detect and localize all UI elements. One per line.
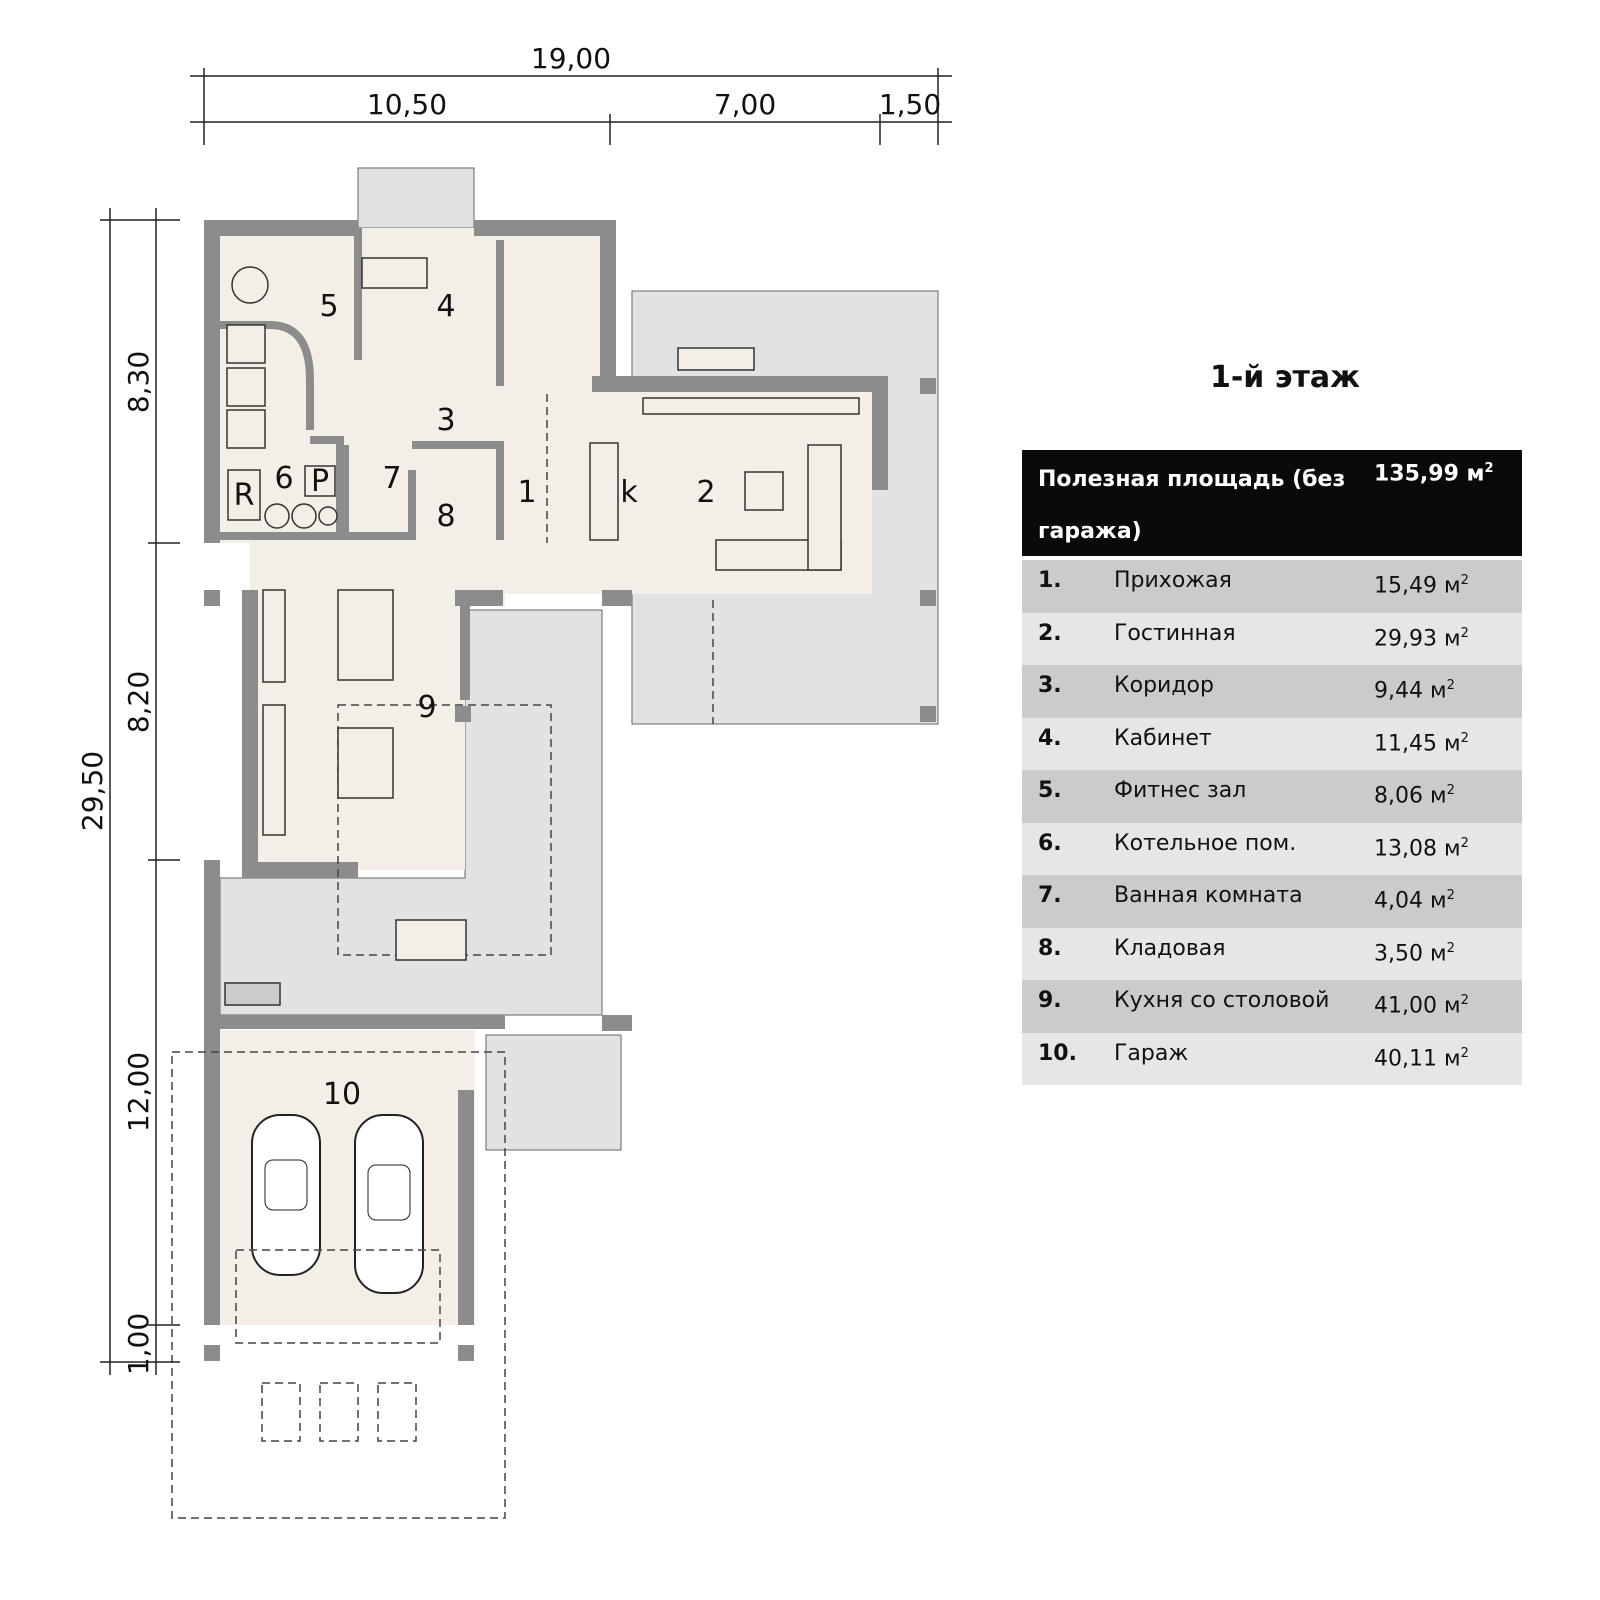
room-area: 8,06 м2 — [1374, 783, 1455, 809]
area-table-rows: 1. Прихожая 15,49 м2 2. Гостинная 29,93 м2 3. К… — [1022, 560, 1522, 1085]
room-number-10: 10 — [323, 1077, 361, 1112]
room-number-1: 1 — [517, 475, 536, 510]
row-number: 3. — [1038, 673, 1062, 698]
table-row: 2. Гостинная 29,93 м2 — [1022, 612, 1522, 665]
room-number-9: 9 — [417, 690, 436, 725]
boiler-p-label: P — [311, 464, 329, 499]
room-area: 40,11 м2 — [1374, 1045, 1469, 1071]
room-name: Фитнес зал — [1114, 778, 1247, 803]
room-number-7: 7 — [382, 461, 401, 496]
dim-top-segment-1: 10,50 — [367, 88, 447, 121]
room-name: Кладовая — [1114, 935, 1226, 961]
table-row: 4. Кабинет 11,45 м2 — [1022, 717, 1522, 770]
dim-left-segment-2: 8,20 — [122, 671, 155, 733]
terraces — [219, 167, 939, 1151]
table-row: 7. Ванная комната 4,04 м2 — [1022, 875, 1522, 928]
room-name: Гараж — [1114, 1040, 1189, 1066]
area-table: Полезная площадь (без гаража) 135,99 м2 … — [1022, 450, 1522, 1085]
columns — [204, 378, 936, 1361]
room-area: 29,93 м2 — [1374, 625, 1469, 651]
car-left — [251, 1114, 321, 1276]
room-area: 9,44 м2 — [1374, 678, 1455, 704]
row-number: 6. — [1038, 830, 1062, 856]
table-row: 9. Кухня со столовой 41,00 м2 — [1022, 980, 1522, 1033]
room-area: 13,08 м2 — [1374, 835, 1469, 861]
room-area: 41,00 м2 — [1374, 993, 1469, 1019]
row-number: 10. — [1038, 1040, 1077, 1066]
room-number-2: 2 — [696, 475, 715, 510]
dimension-lines — [100, 68, 952, 1375]
table-row: 10. Гараж 40,11 м2 — [1022, 1032, 1522, 1085]
room-number-5: 5 — [319, 289, 338, 324]
room-number-6: 6 — [274, 461, 293, 496]
dim-left-total: 29,50 — [76, 751, 109, 831]
dim-top-total: 19,00 — [531, 42, 611, 75]
dim-top-segment-2: 7,00 — [714, 88, 776, 121]
room-name: Прихожая — [1114, 568, 1232, 593]
dim-top-segment-3: 1,50 — [879, 88, 941, 121]
room-name: Гостинная — [1114, 620, 1236, 646]
row-number: 1. — [1038, 568, 1062, 593]
entry-steps — [485, 1034, 622, 1151]
header-value: 135,99 м2 — [1374, 461, 1494, 487]
room-name: Кухня со столовой — [1114, 988, 1330, 1013]
walls — [204, 220, 888, 878]
floor-title: 1-й этаж — [1209, 360, 1361, 395]
room-number-8: 8 — [436, 499, 455, 534]
room-area: 3,50 м2 — [1374, 940, 1455, 966]
car-right — [354, 1114, 424, 1294]
row-number: 4. — [1038, 725, 1062, 751]
table-row: 8. Кладовая 3,50 м2 — [1022, 927, 1522, 980]
row-number: 2. — [1038, 620, 1062, 646]
room-number-4: 4 — [436, 289, 455, 324]
table-row: 6. Котельное пом. 13,08 м2 — [1022, 822, 1522, 875]
dashed-outlines — [171, 394, 714, 1519]
room-name: Ванная комната — [1114, 883, 1303, 908]
window-bay — [357, 167, 475, 229]
row-number: 5. — [1038, 778, 1062, 803]
room-name: Коридор — [1114, 673, 1214, 698]
dim-left-segment-1: 8,30 — [122, 351, 155, 413]
room-name: Кабинет — [1114, 725, 1212, 751]
fireplace-label: k — [620, 475, 638, 510]
row-number: 7. — [1038, 883, 1062, 908]
row-number: 8. — [1038, 935, 1062, 961]
room-numbers: 1 2 3 4 5 6 7 8 9 10 — [274, 289, 715, 1112]
dim-left-segment-4: 1,00 — [122, 1313, 155, 1375]
interior-walls — [220, 228, 504, 540]
boiler-r-label: R — [234, 478, 255, 513]
garage — [204, 860, 505, 1325]
dim-left-segment-3: 12,00 — [122, 1052, 155, 1132]
room-area: 11,45 м2 — [1374, 730, 1469, 756]
room-number-3: 3 — [436, 403, 455, 438]
table-row: 5. Фитнес зал 8,06 м2 — [1022, 770, 1522, 823]
furniture — [224, 257, 860, 1006]
header-label: Полезная площадь (без гаража) — [1038, 467, 1346, 544]
room-area: 15,49 м2 — [1374, 573, 1469, 599]
table-row: 3. Коридор 9,44 м2 — [1022, 665, 1522, 718]
area-table-header: Полезная площадь (без гаража) 135,99 м2 — [1022, 450, 1522, 556]
room-area: 4,04 м2 — [1374, 888, 1455, 914]
row-number: 9. — [1038, 988, 1062, 1013]
table-row: 1. Прихожая 15,49 м2 — [1022, 560, 1522, 613]
room-name: Котельное пом. — [1114, 830, 1297, 856]
